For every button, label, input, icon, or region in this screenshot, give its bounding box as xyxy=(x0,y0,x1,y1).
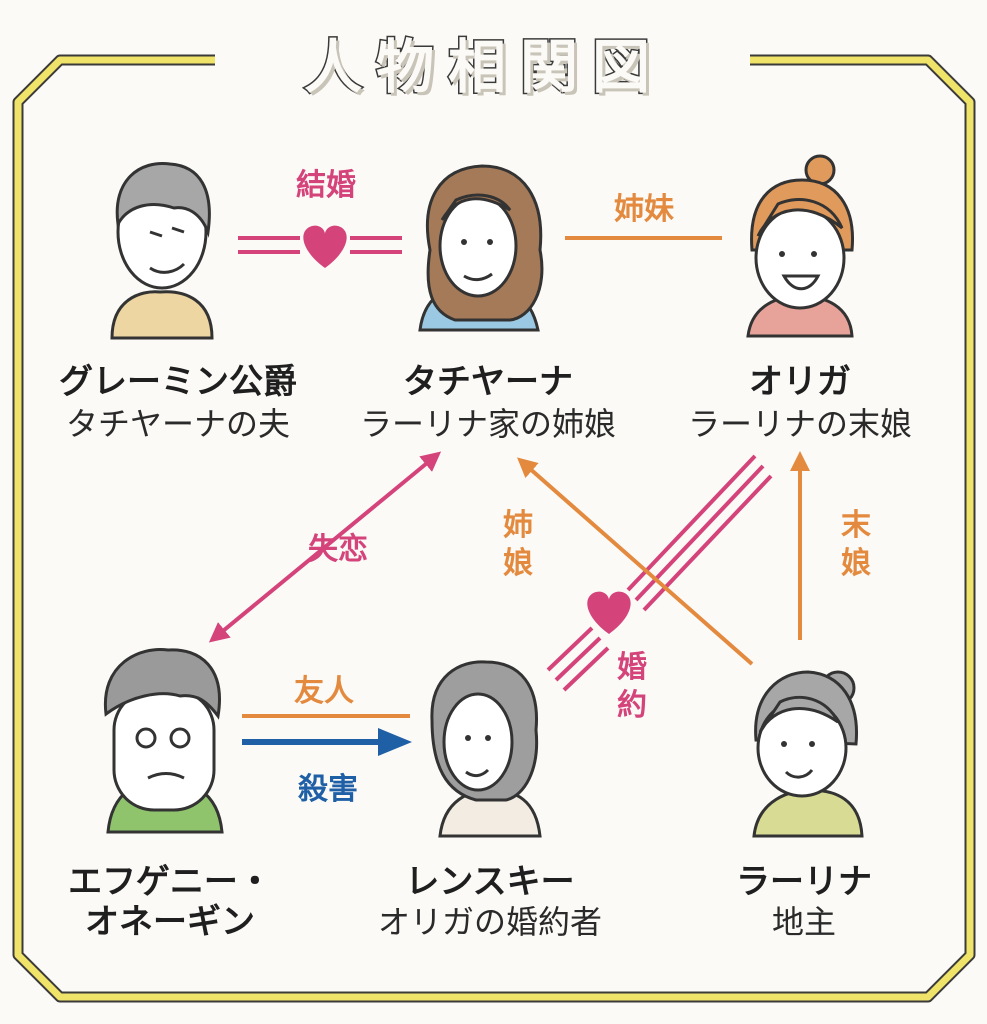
marriage-label: 結婚 xyxy=(296,168,356,203)
gremin-name: グレーミン公爵 xyxy=(59,362,297,402)
engagement-label-1: 婚 xyxy=(617,650,647,685)
elder-daughter-arrow xyxy=(516,457,754,666)
onegin-name-line1: エフゲニー・ xyxy=(68,862,272,902)
marriage-link xyxy=(238,225,402,268)
elder-daughter-label-1: 姉 xyxy=(503,508,533,543)
tatiana-portrait xyxy=(418,164,544,332)
olga-role: ラーリナの末娘 xyxy=(687,405,912,443)
engagement-link xyxy=(546,454,773,692)
onegin-portrait xyxy=(103,647,224,834)
olga-name: オリガ xyxy=(749,362,851,402)
larina-name: ラーリナ xyxy=(736,862,872,902)
tatiana-role: ラーリナ家の姉娘 xyxy=(359,405,616,443)
title-char: 図 xyxy=(590,33,651,102)
youngest-daughter-label-2: 娘 xyxy=(841,546,871,581)
heartbreak-label: 失恋 xyxy=(308,532,368,567)
larina-role: 地主 xyxy=(771,903,836,941)
frame xyxy=(12,54,976,1003)
title-char: 相 xyxy=(446,33,507,102)
olga-portrait xyxy=(746,154,855,338)
gremin-role: タチヤーナの夫 xyxy=(65,405,290,443)
youngest-daughter-label-1: 末 xyxy=(841,508,871,543)
engagement-label-2: 約 xyxy=(617,688,647,723)
friends-label: 友人 xyxy=(294,674,354,709)
heart-icon xyxy=(303,225,347,268)
title-char: 関 xyxy=(518,33,579,102)
sisters-label: 姉妹 xyxy=(614,192,674,227)
title-char: 物 xyxy=(374,33,435,102)
lensky-portrait xyxy=(430,660,542,838)
larina-portrait xyxy=(752,670,864,838)
lensky-role: オリガの婚約者 xyxy=(377,903,602,941)
murder-arrow xyxy=(242,728,412,756)
tatiana-name: タチヤーナ xyxy=(403,362,573,402)
murder-label: 殺害 xyxy=(298,772,358,807)
elder-daughter-label-2: 娘 xyxy=(503,546,533,581)
heart-icon xyxy=(587,591,631,634)
onegin-name-line2: オネーギン xyxy=(85,902,255,942)
gremin-portrait xyxy=(110,162,214,340)
lensky-name: レンスキー xyxy=(405,862,575,902)
title-char: 人 xyxy=(302,33,363,102)
heartbreak-arrow xyxy=(208,451,442,643)
